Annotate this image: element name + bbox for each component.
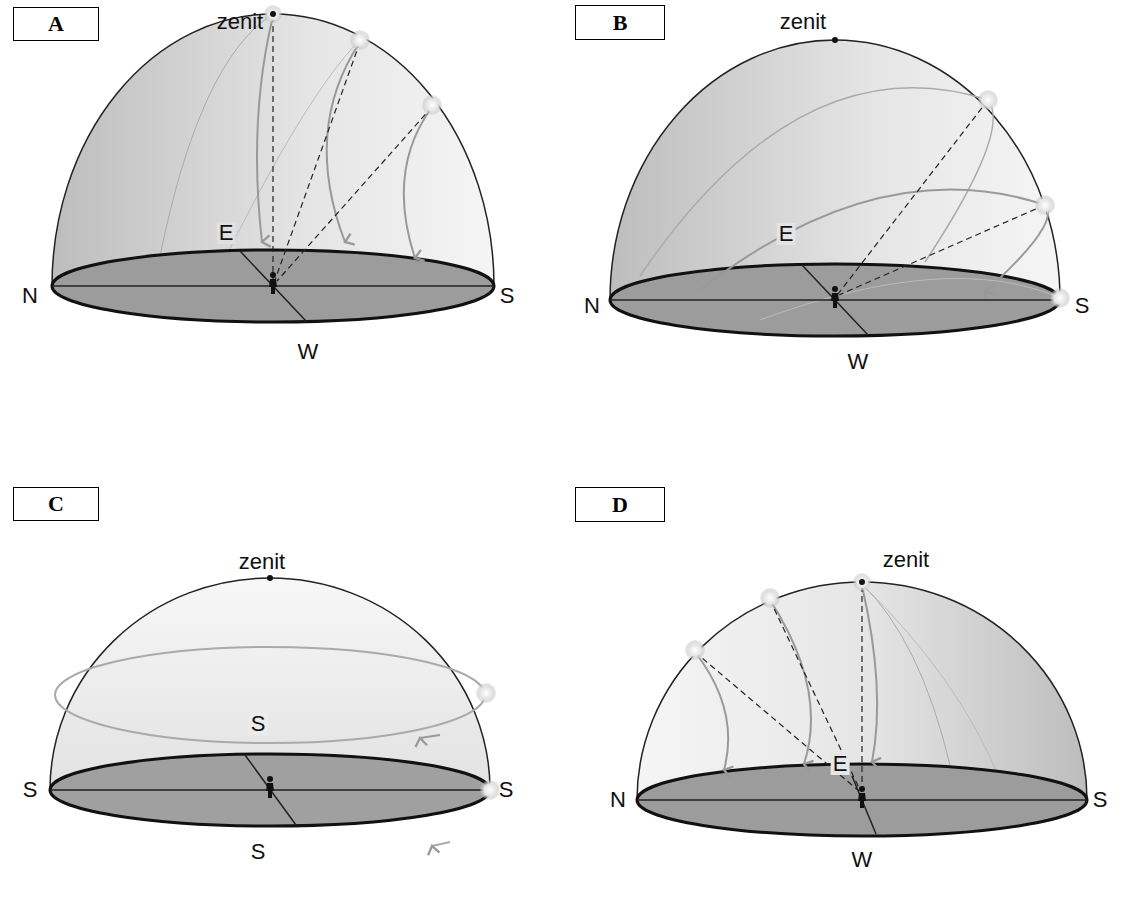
direction-label: N — [582, 295, 602, 317]
dome-c — [50, 575, 500, 846]
direction-label: S — [497, 779, 516, 801]
panel-letter: A — [48, 11, 64, 37]
panel-letter-box: D — [575, 487, 665, 522]
direction-label: W — [296, 341, 321, 363]
panel-letter: C — [48, 491, 64, 517]
dome-a — [52, 5, 494, 322]
panel-letter-box: C — [13, 487, 99, 521]
dome-b — [610, 37, 1070, 336]
direction-label: W — [846, 351, 871, 373]
direction-label: W — [850, 849, 875, 871]
direction-label: S — [21, 779, 40, 801]
direction-label: S — [1091, 789, 1110, 811]
direction-label: E — [777, 223, 796, 245]
panel-letter: D — [612, 492, 628, 518]
direction-label: E — [831, 753, 850, 775]
direction-label: N — [20, 285, 40, 307]
panel-letter-box: B — [575, 5, 665, 40]
zenith-label: zenit — [778, 11, 828, 33]
zenith-label: zenit — [215, 11, 265, 33]
zenith-label: zenit — [237, 551, 287, 573]
direction-label: S — [249, 841, 268, 863]
panel-letter-box: A — [13, 7, 99, 41]
direction-label: S — [1073, 295, 1092, 317]
direction-label: S — [249, 713, 268, 735]
direction-label: E — [217, 222, 236, 244]
direction-label: N — [608, 789, 628, 811]
zenith-label: zenit — [881, 549, 931, 571]
panel-letter: B — [613, 10, 628, 36]
dome-d — [637, 573, 1087, 836]
direction-label: S — [498, 285, 517, 307]
